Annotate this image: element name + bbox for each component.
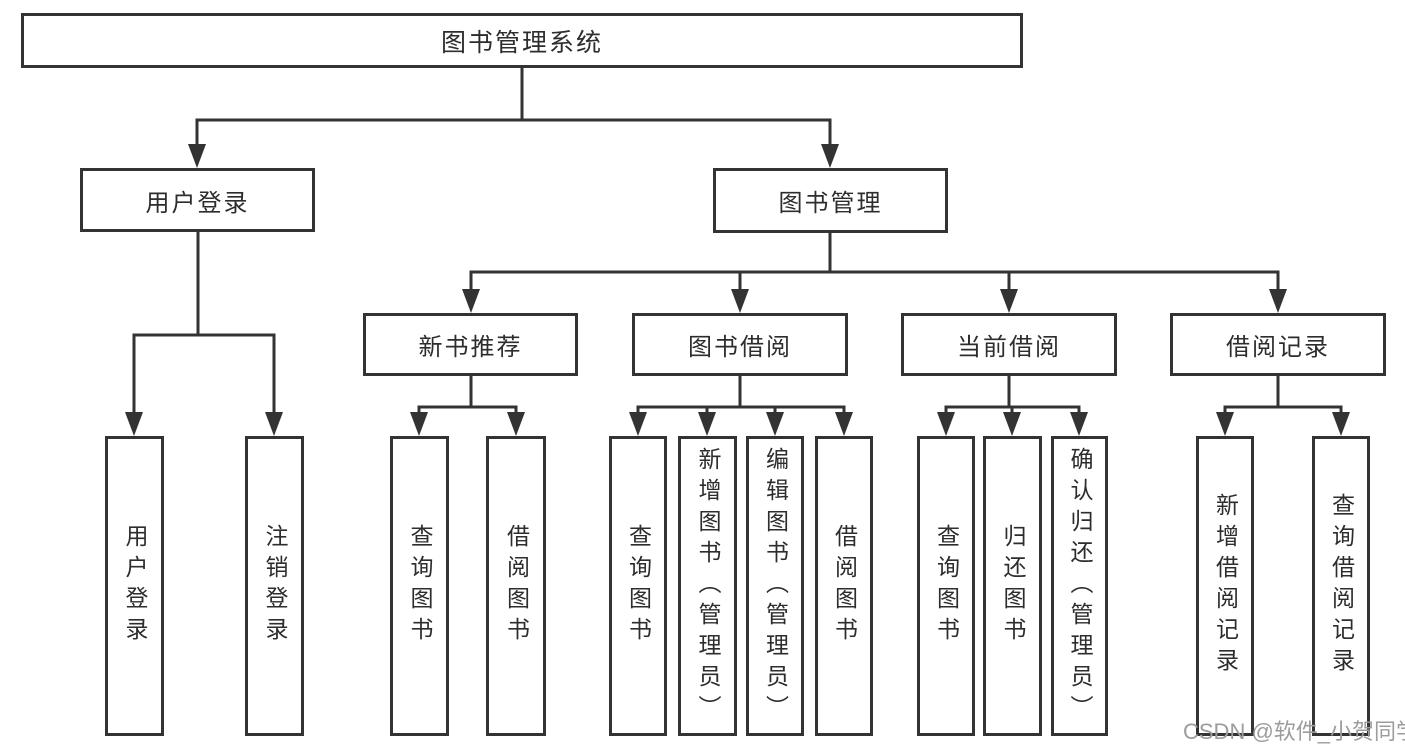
node-borrow-records: 借阅记录 [1170, 313, 1386, 376]
leaf-return-books: 归还图书 [983, 436, 1042, 736]
node-book-management: 图书管理 [713, 168, 948, 233]
leaf-query-books-recommend: 查询图书 [390, 436, 449, 736]
node-new-book-recommend: 新书推荐 [363, 313, 578, 376]
leaf-query-borrow-record: 查询借阅记录 [1312, 436, 1370, 736]
leaf-borrow-books-recommend: 借阅图书 [486, 436, 546, 736]
node-book-borrow: 图书借阅 [632, 313, 848, 376]
leaf-edit-books-admin: 编辑图书（管理员） [746, 436, 804, 736]
connector-segments [132, 66, 1343, 416]
node-current-borrow: 当前借阅 [901, 313, 1117, 376]
leaf-logout: 注销登录 [245, 436, 304, 736]
leaf-add-borrow-record: 新增借阅记录 [1196, 436, 1254, 736]
node-user-login: 用户登录 [80, 168, 315, 232]
leaf-query-books-current: 查询图书 [917, 436, 975, 736]
leaf-query-books-borrow: 查询图书 [609, 436, 667, 736]
leaf-add-books-admin: 新增图书（管理员） [678, 436, 737, 736]
leaf-user-login: 用户登录 [105, 436, 164, 736]
node-library-management-system: 图书管理系统 [21, 13, 1023, 68]
leaf-borrow-books: 借阅图书 [815, 436, 873, 736]
leaf-confirm-return-admin: 确认归还（管理员） [1051, 436, 1108, 736]
csdn-watermark: CSDN @软件_小贺同学 [1183, 719, 1405, 744]
arrowheads [125, 144, 1350, 436]
